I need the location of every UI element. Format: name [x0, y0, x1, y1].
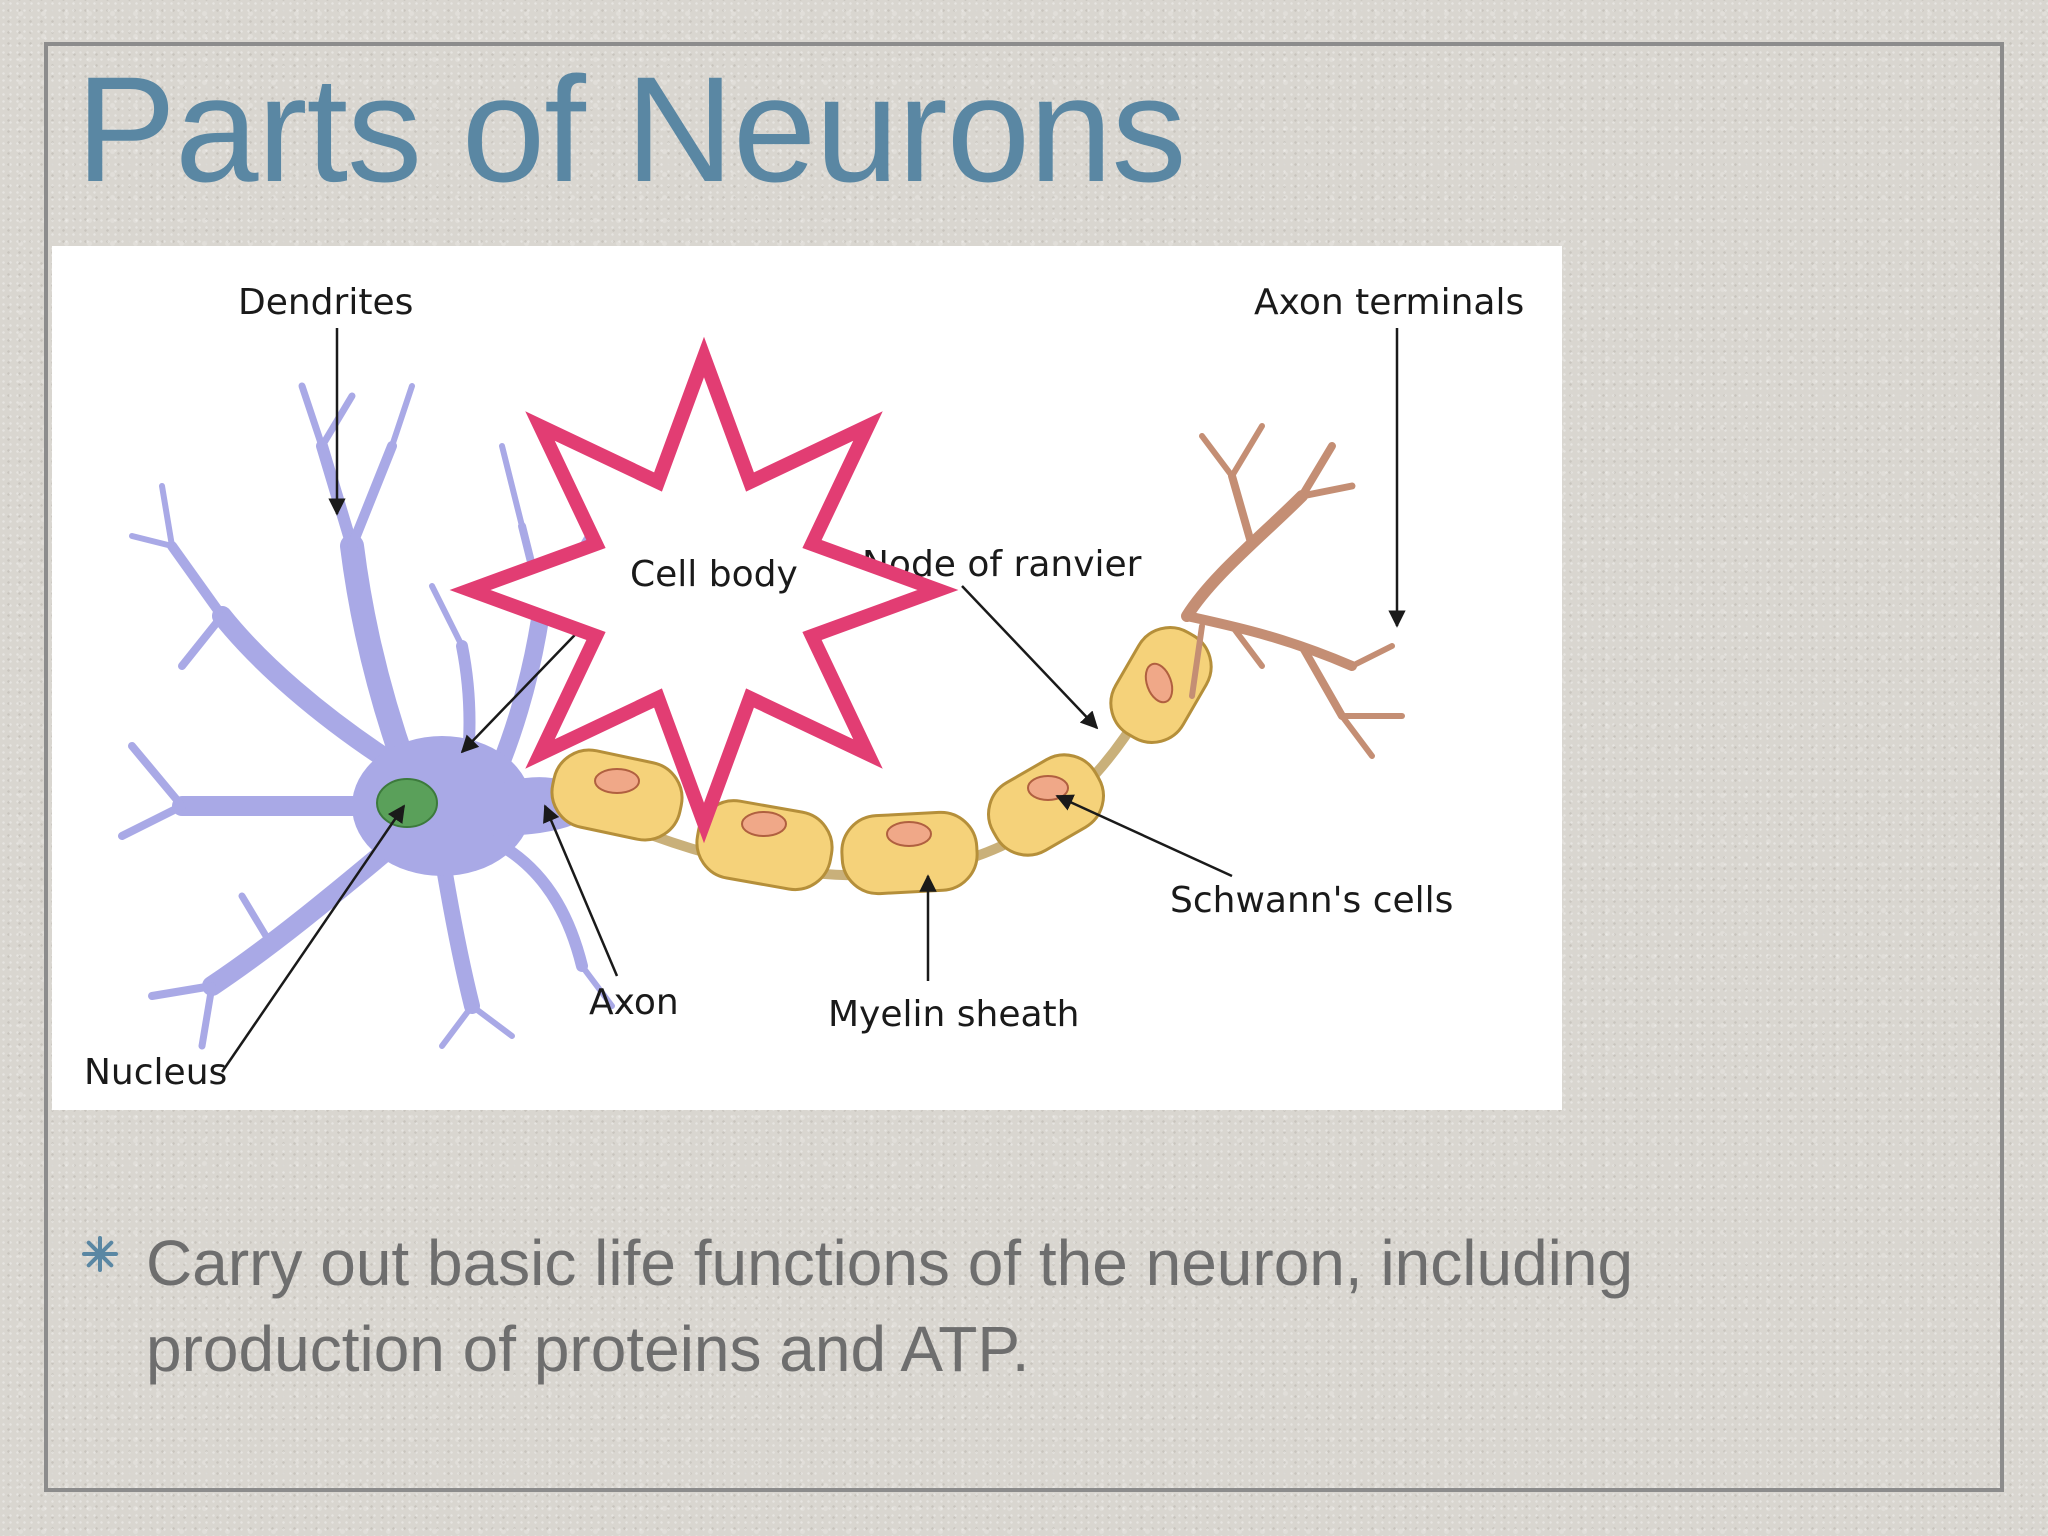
myelin-sheath-segments [550, 626, 1213, 896]
neuron-cell [118, 382, 615, 1050]
bullet-list: Carry out basic life functions of the ne… [80, 1220, 1960, 1392]
label-axon: Axon [589, 982, 679, 1023]
asterisk-bullet-icon [80, 1220, 146, 1279]
slide-title: Parts of Neurons [76, 45, 1187, 213]
pointer-arrows [220, 328, 1406, 1073]
bullet-text: Carry out basic life functions of the ne… [146, 1227, 1634, 1385]
slide-frame [44, 42, 2004, 1492]
neuron-diagram: Dendrites Axon terminals Node of ranvier… [52, 246, 1562, 1110]
highlight-star [449, 336, 959, 844]
nucleus-shape [376, 778, 438, 828]
axon-terminals-shape [1181, 423, 1405, 759]
bullet-item: Carry out basic life functions of the ne… [80, 1220, 1960, 1392]
label-axon-terminals: Axon terminals [1254, 282, 1524, 323]
label-nucleus: Nucleus [84, 1052, 227, 1093]
label-schwanns-cells: Schwann's cells [1170, 880, 1453, 921]
label-myelin-sheath: Myelin sheath [828, 994, 1080, 1035]
label-dendrites: Dendrites [238, 282, 413, 323]
label-cell-body: Cell body [630, 554, 798, 595]
neuron-diagram-svg: Dendrites Axon terminals Node of ranvier… [84, 282, 1524, 1093]
